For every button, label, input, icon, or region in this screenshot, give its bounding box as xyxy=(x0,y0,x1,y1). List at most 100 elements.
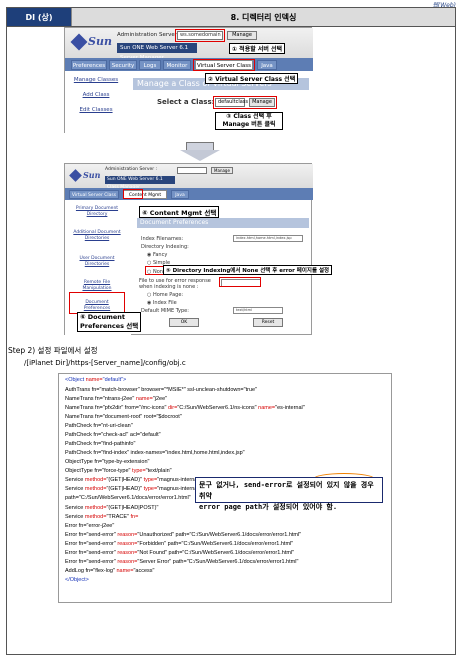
radio-fancy[interactable]: ◉ Fancy xyxy=(147,252,168,258)
code-token: type= xyxy=(143,477,158,483)
index-filenames-label: Index Filenames: xyxy=(141,236,184,242)
code-line: PathCheck fn="check-acl" acl="default" xyxy=(65,432,161,438)
link-manage-classes[interactable]: Manage Classes xyxy=(73,77,119,83)
tab-logs[interactable]: Logs xyxy=(139,60,161,70)
code-line: Error fn="error-j2ee" xyxy=(65,523,114,529)
screenshot-class-manager: Sun Administration Server : ws.somedomai… xyxy=(64,27,313,134)
code-token: "Not Found" path="C:/Sun/WebServer6.1/do… xyxy=(137,550,295,556)
radio-simple[interactable]: ○ Simple xyxy=(147,260,171,266)
config-path: /[iPlanet Dir]/https-[Server_name]/confi… xyxy=(24,359,186,367)
table-header: DI (상) 8. 디렉터리 인덱싱 xyxy=(7,8,455,26)
code-token: name= xyxy=(135,396,153,402)
admin-server-label: Administration Server : xyxy=(117,32,181,38)
code-line: NameTrans fn="pfx2dir" from="/mc-icons" … xyxy=(65,405,305,411)
code-token: Error fn="error-j2ee" xyxy=(65,523,115,529)
code-token: Error fn="send-error" xyxy=(65,559,118,565)
code-token: "Server Error" path="C:/Sun/WebServer6.1… xyxy=(137,559,299,565)
side-item-remote-file[interactable]: Remote File Manipulation xyxy=(82,280,112,291)
tab-monitor[interactable]: Monitor xyxy=(163,60,191,70)
select-class-label: Select a Class: xyxy=(157,98,215,106)
note-directory-indexing: ⑤ Directory Indexing에서 None 선택 후 error 페… xyxy=(163,265,333,275)
code-token: "j2ee" xyxy=(152,396,168,402)
radio-home-page[interactable]: ○ Home Page: xyxy=(147,292,184,298)
tab-preferences[interactable]: Preferences xyxy=(71,60,107,70)
section-tag: 웹(Web) xyxy=(432,2,456,9)
code-token: NameTrans fn="pfx2dir" from="/mc-icons" xyxy=(65,405,168,411)
code-line: PathCheck fn="nt-uri-clean" xyxy=(65,423,133,429)
class-select[interactable]: defaultclass xyxy=(215,98,248,107)
highlight-server-select xyxy=(175,29,225,42)
file-error-label: File to use for error response xyxy=(139,278,211,284)
class-manage-button[interactable]: Manage xyxy=(249,98,275,107)
server-select[interactable] xyxy=(177,167,207,174)
side-item-user-docdirs[interactable]: User Document Directories xyxy=(79,256,115,267)
code-line: ObjectType fn="type-by-extension" xyxy=(65,459,149,465)
code-token: ObjectType fn="type-by-extension" xyxy=(65,459,150,465)
product-bar: Sun ONE Web Server 6.1 Server Manager xyxy=(117,43,197,61)
code-token: <Object xyxy=(65,377,86,383)
code-token: type= xyxy=(132,468,146,474)
tab-java[interactable]: Java xyxy=(171,190,189,199)
tab-bar: Preferences Security Logs Monitor Virtua… xyxy=(65,58,313,71)
item-code: DI (상) xyxy=(7,8,71,26)
tab-virtual-server-class[interactable]: Virtual Server Class xyxy=(69,190,119,199)
code-token: Service xyxy=(65,477,85,483)
link-add-class[interactable]: Add Class xyxy=(82,92,110,98)
obj-conf-code: <Object name="default">AuthTrans fn="mat… xyxy=(58,373,392,603)
code-token: "TRACE" xyxy=(106,514,131,520)
down-arrow-icon xyxy=(180,150,220,161)
content-frame: DI (상) 8. 디렉터리 인덱싱 xyxy=(6,7,456,655)
index-filenames-input[interactable]: index.html,home.html,index.jsp xyxy=(233,235,303,242)
radio-none[interactable]: ○ None xyxy=(147,269,166,275)
code-token: "(GET|HEAD)" xyxy=(106,486,144,492)
side-item-additional-docdirs[interactable]: Additional Document Directories xyxy=(73,230,121,241)
code-token: method= xyxy=(84,477,107,483)
code-token: "es-internal" xyxy=(275,405,305,411)
code-token: "access" xyxy=(133,568,155,574)
code-token: method= xyxy=(84,514,107,520)
tab-virtual-server-class[interactable]: Virtual Server Class xyxy=(195,60,253,70)
code-line: path="C:/Sun/WebServer6.1/docs/error/err… xyxy=(65,495,191,501)
ok-button[interactable]: OK xyxy=(169,318,199,327)
code-token: Service xyxy=(65,505,85,511)
code-token: Error fn="send-error" xyxy=(65,532,118,538)
code-token: </Object> xyxy=(65,577,89,583)
note-content-mgmt: ④ Content Mgmt 선택 xyxy=(139,206,220,218)
highlight-none-radio xyxy=(145,266,165,275)
code-token: NameTrans fn="document-root" root="$docr… xyxy=(65,414,182,420)
code-token: PathCheck fn="find-pathinfo" xyxy=(65,441,136,447)
tab-java[interactable]: Java xyxy=(257,60,277,70)
mime-input[interactable]: text/html xyxy=(233,307,283,314)
dir-indexing-label: Directory Indexing: xyxy=(141,244,189,250)
manage-button[interactable]: Manage xyxy=(211,167,233,174)
code-token: path="C:/Sun/WebServer6.1/docs/error/err… xyxy=(65,495,191,501)
header-divider xyxy=(7,26,455,27)
code-token: reason= xyxy=(117,550,138,556)
reset-button[interactable]: Reset xyxy=(253,318,283,327)
radio-index-file[interactable]: ◉ Index File xyxy=(147,300,177,306)
code-callout: 문구 없거나, send-error로 설정되어 있지 않을 경우 취약 err… xyxy=(195,477,383,511)
code-token: Error fn="send-error" xyxy=(65,541,118,547)
side-item-document-preferences[interactable]: Document Preferences xyxy=(83,300,111,311)
note-class-manage: ③ Class 선택 후 Manage 버튼 클릭 xyxy=(215,112,283,130)
code-token: Service xyxy=(65,486,85,492)
manage-button[interactable]: Manage xyxy=(227,31,257,40)
note-vsc-tab: ② Virtual Server Class 선택 xyxy=(205,73,299,84)
code-line: AuthTrans fn="match-browser" browser="*M… xyxy=(65,387,257,393)
down-arrow-shaft xyxy=(186,142,214,150)
code-token: method= xyxy=(84,486,107,492)
screenshot-document-preferences: Sun Administration Server : Manage Sun O… xyxy=(64,163,333,336)
side-item-primary-docdir[interactable]: Primary Document Directory xyxy=(75,206,119,217)
server-select[interactable]: ws.somedomain xyxy=(177,31,223,40)
link-edit-classes[interactable]: Edit Classes xyxy=(79,107,113,113)
tab-security[interactable]: Security xyxy=(109,60,137,70)
code-token: Error fn="send-error" xyxy=(65,550,118,556)
code-token: "default" xyxy=(102,377,124,383)
code-line: NameTrans fn="ntrans-j2ee" name="j2ee" xyxy=(65,396,167,402)
code-token: "text/plain" xyxy=(145,468,172,474)
code-line: Error fn="send-error" reason="Server Err… xyxy=(65,559,298,565)
highlight-error-file xyxy=(219,277,261,287)
sun-diamond-icon xyxy=(70,33,88,51)
highlight-vsc-tab xyxy=(193,59,255,71)
highlight-document-preferences xyxy=(69,292,125,314)
